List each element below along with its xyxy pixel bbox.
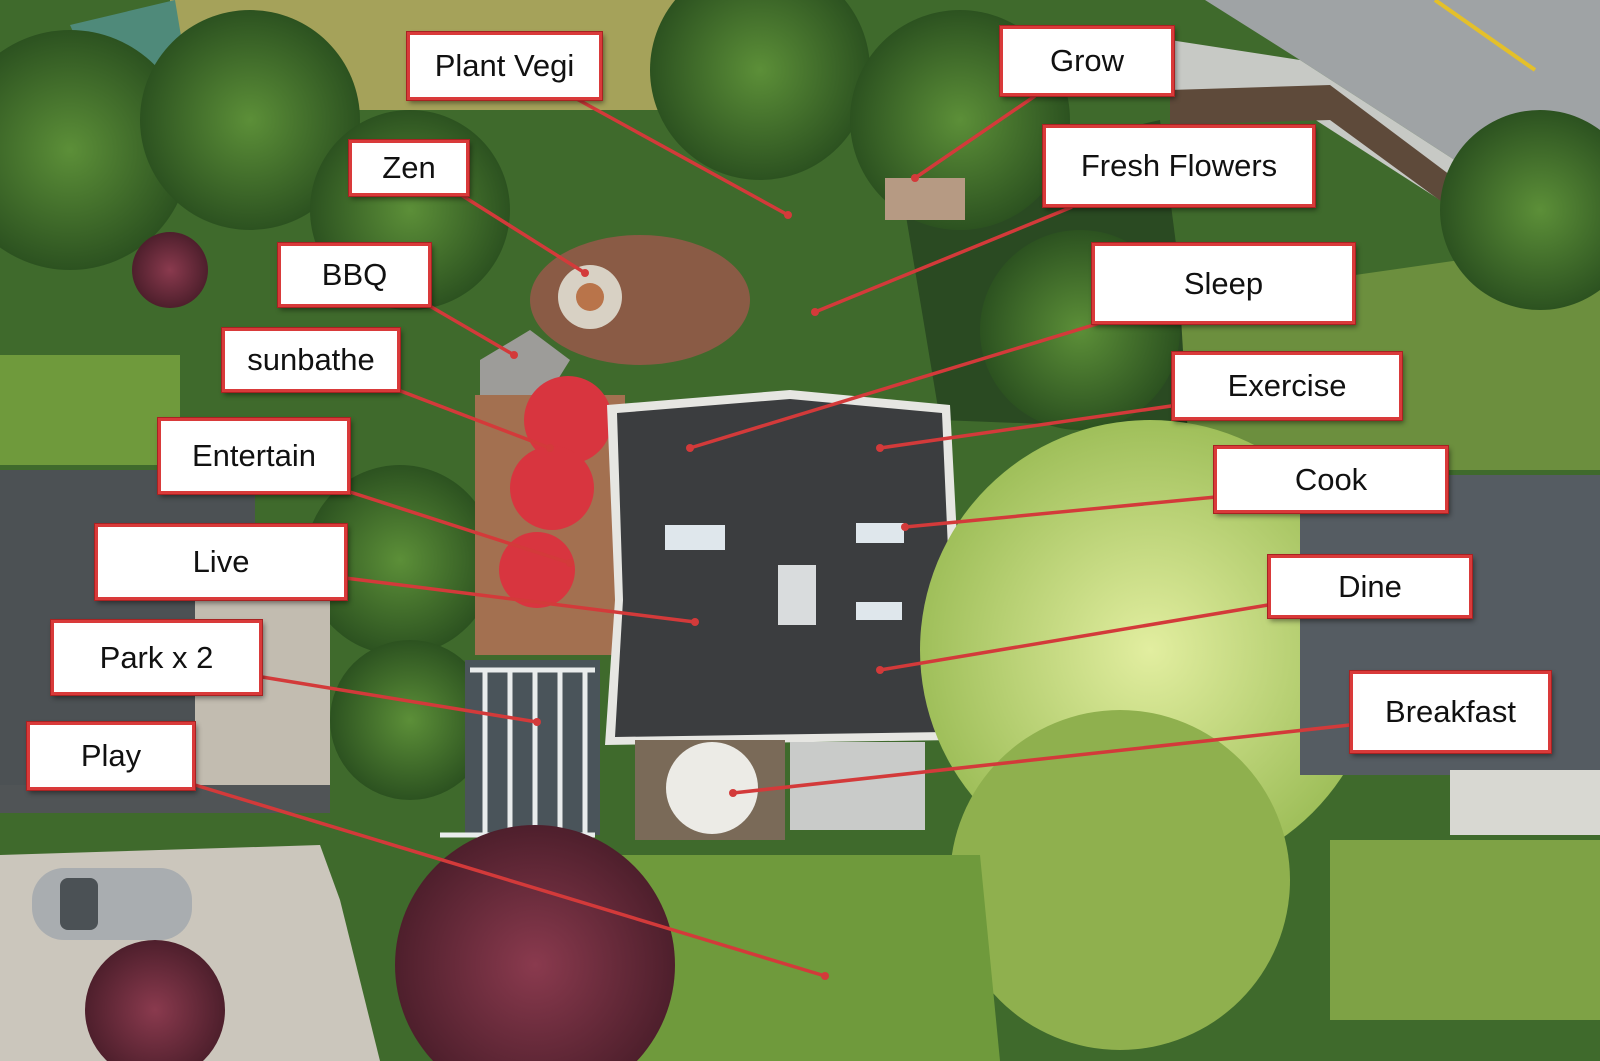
label-dine: Dine — [1268, 555, 1472, 618]
purple-tree — [85, 940, 225, 1061]
leader-plant-vegi — [574, 96, 789, 217]
label-grow: Grow — [1000, 26, 1174, 96]
label-zen: Zen — [349, 140, 469, 196]
leader-dot — [876, 444, 884, 452]
chimney — [778, 565, 816, 625]
umbrella — [524, 376, 612, 464]
label-exercise: Exercise — [1172, 352, 1402, 420]
label-plant-vegi: Plant Vegi — [407, 32, 602, 100]
label-entertain: Entertain — [158, 418, 350, 494]
leader-play — [194, 783, 826, 978]
leader-dot — [811, 308, 819, 316]
label-live: Live — [95, 524, 347, 600]
leader-entertain — [349, 490, 571, 565]
leader-grow — [914, 94, 1036, 180]
leader-exercise — [879, 403, 1179, 450]
trellis — [885, 178, 965, 220]
leader-bbq — [427, 303, 515, 357]
neighbor-deck-right — [1450, 770, 1600, 835]
leader-dot — [686, 444, 694, 452]
leader-zen — [457, 191, 586, 275]
leader-dot — [821, 972, 829, 980]
tree — [330, 640, 490, 800]
leader-fresh-flowers — [814, 205, 1073, 314]
leader-dot — [546, 444, 554, 452]
label-park: Park x 2 — [51, 620, 262, 695]
leader-dot — [533, 718, 541, 726]
maple-tree — [950, 710, 1290, 1050]
label-cook: Cook — [1214, 446, 1448, 513]
fire-pit-center — [576, 283, 604, 311]
tree — [0, 30, 190, 270]
leader-park — [261, 675, 538, 724]
purple-tree — [395, 825, 675, 1061]
leader-cook — [904, 495, 1217, 529]
pergola-beams — [440, 667, 595, 838]
leader-dot — [729, 789, 737, 797]
purple-maple — [132, 232, 208, 308]
road-center-line — [1433, 0, 1537, 72]
skylight — [665, 525, 725, 550]
patio-umbrella — [666, 742, 758, 834]
label-sunbathe: sunbathe — [222, 328, 400, 392]
umbrella — [510, 446, 594, 530]
leader-dot — [510, 351, 518, 359]
skylight — [856, 523, 904, 543]
leader-breakfast — [732, 723, 1351, 795]
metal-awning — [790, 742, 925, 830]
leader-dot — [911, 174, 919, 182]
leader-dot — [691, 618, 699, 626]
leader-live — [344, 576, 696, 624]
leader-dot — [784, 211, 792, 219]
bottom-right-lawn — [1330, 840, 1600, 1020]
label-play: Play — [27, 722, 195, 790]
leader-dot — [566, 559, 574, 567]
tree — [140, 10, 360, 230]
leader-sleep — [689, 321, 1101, 450]
skylight — [856, 602, 902, 620]
car-windshield — [60, 878, 98, 930]
fence — [1170, 85, 1470, 215]
label-fresh-flowers: Fresh Flowers — [1043, 125, 1315, 207]
label-sleep: Sleep — [1092, 243, 1355, 324]
leader-dot — [581, 269, 589, 277]
umbrella — [499, 532, 575, 608]
leader-dot — [901, 523, 909, 531]
label-breakfast: Breakfast — [1350, 671, 1551, 753]
tree — [1440, 110, 1600, 310]
label-bbq: BBQ — [278, 243, 431, 307]
left-lawn — [0, 355, 180, 465]
tree — [650, 0, 870, 180]
tree — [305, 465, 495, 655]
leader-dine — [879, 603, 1269, 672]
leader-sunbathe — [397, 388, 551, 450]
leader-dot — [876, 666, 884, 674]
back-lawn — [600, 855, 1000, 1061]
